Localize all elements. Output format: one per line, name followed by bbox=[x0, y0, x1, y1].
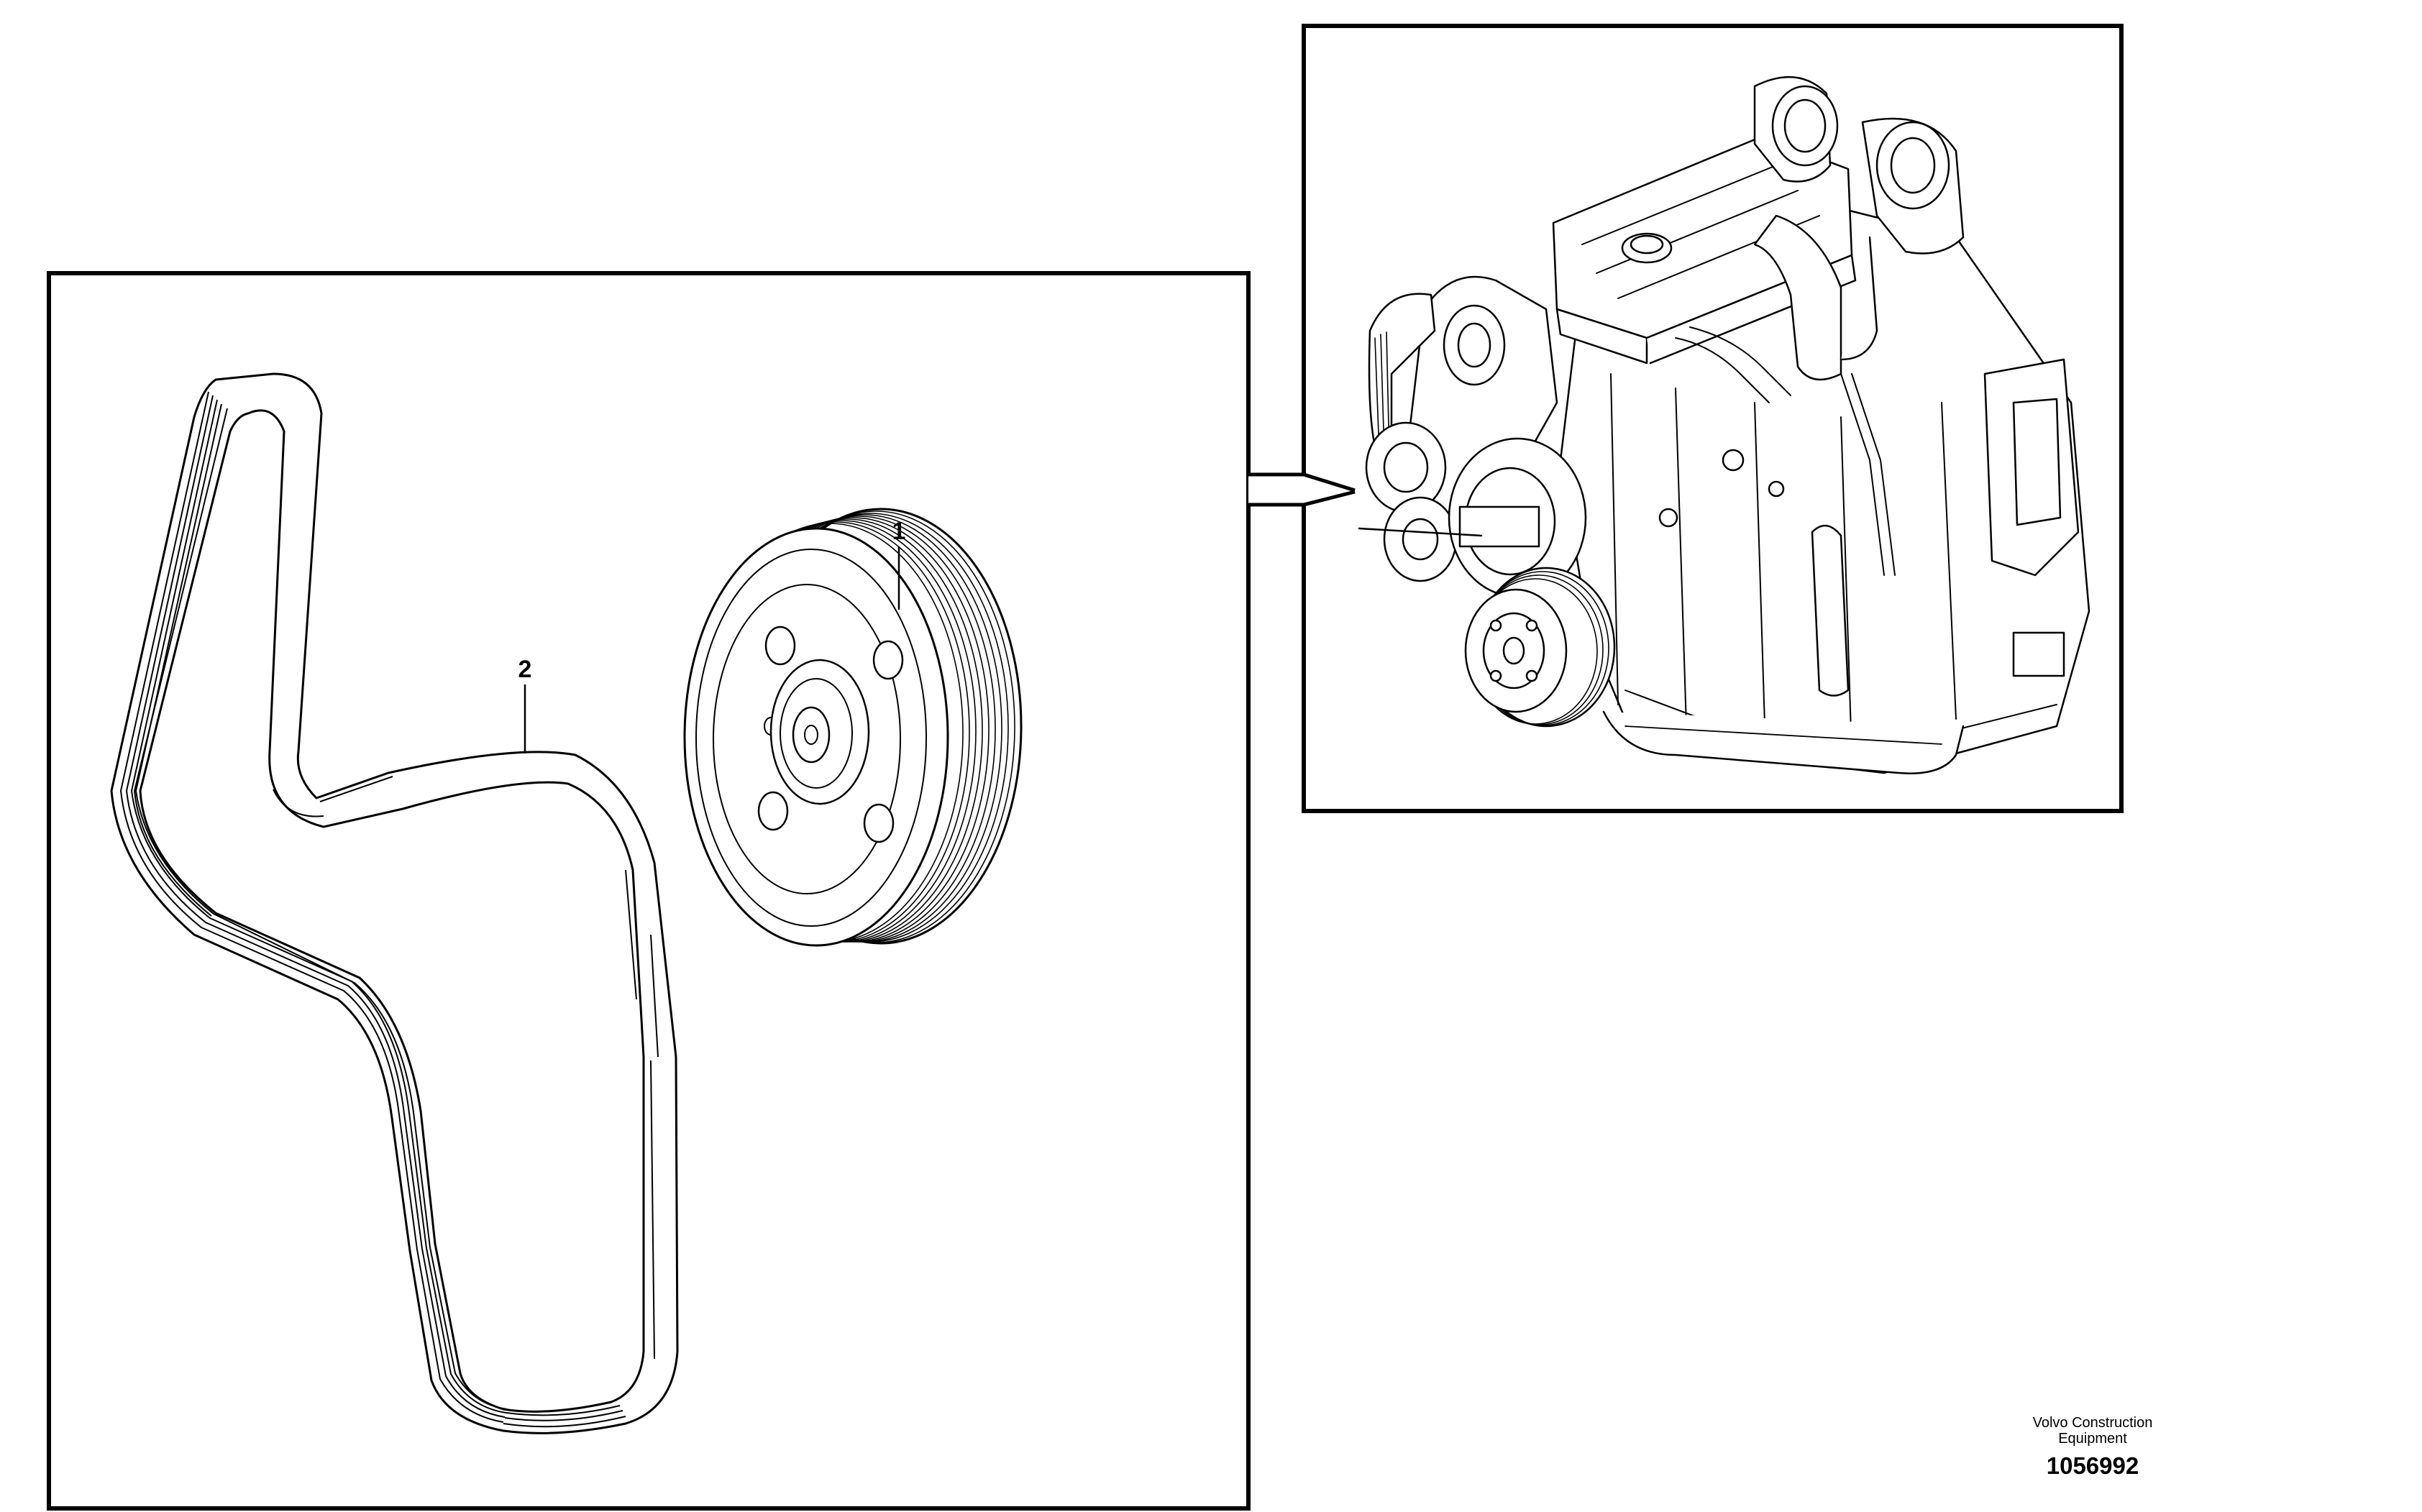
view-pointer-arrow bbox=[1248, 472, 1356, 507]
callout-2-label: 2 bbox=[518, 656, 532, 683]
crankshaft-pulley bbox=[683, 508, 1023, 947]
drawing-footer: Volvo Construction Equipment 1056992 bbox=[1841, 1415, 2344, 1480]
brand-line-2: Equipment bbox=[2058, 1431, 2127, 1447]
brand-line-1: Volvo Construction bbox=[2032, 1415, 2153, 1431]
callout-leaders bbox=[524, 546, 900, 753]
engine-overview-illustration bbox=[1358, 75, 2090, 774]
drawing-number: 1056992 bbox=[2046, 1452, 2139, 1479]
detail-frame bbox=[47, 271, 1251, 1511]
engine-overview-frame bbox=[1302, 24, 2124, 813]
callout-1-label: 1 bbox=[892, 518, 906, 545]
poly-v-belt bbox=[110, 372, 679, 1434]
